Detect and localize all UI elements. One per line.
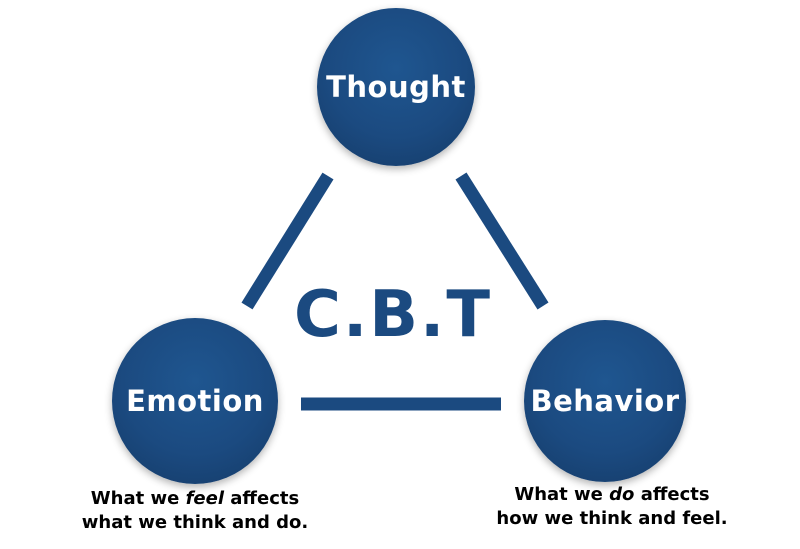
caption-emotion-post: affects bbox=[224, 488, 300, 509]
connector-thought-emotion bbox=[241, 172, 334, 310]
center-title: C.B.T bbox=[293, 278, 493, 352]
caption-behavior-line1: What we do affects bbox=[472, 483, 752, 507]
node-thought-label: Thought bbox=[326, 70, 466, 104]
node-emotion-label: Emotion bbox=[126, 384, 264, 418]
caption-emotion-line2: what we think and do. bbox=[81, 512, 309, 534]
node-thought: Thought bbox=[317, 8, 475, 166]
node-behavior: Behavior bbox=[524, 320, 686, 482]
caption-emotion-line1: What we feel affects bbox=[55, 487, 335, 511]
node-emotion: Emotion bbox=[112, 318, 278, 484]
caption-behavior: What we do affects how we think and feel… bbox=[472, 483, 752, 532]
connector-thought-behavior bbox=[455, 172, 549, 310]
caption-emotion-emphasis: feel bbox=[185, 488, 224, 509]
caption-behavior-line2: how we think and feel. bbox=[496, 508, 728, 530]
caption-behavior-emphasis: do bbox=[609, 484, 635, 505]
node-behavior-label: Behavior bbox=[530, 384, 680, 418]
caption-behavior-post: affects bbox=[634, 484, 710, 505]
caption-behavior-pre: What we bbox=[514, 484, 610, 505]
caption-emotion-pre: What we bbox=[90, 488, 186, 509]
caption-emotion: What we feel affects what we think and d… bbox=[55, 487, 335, 536]
